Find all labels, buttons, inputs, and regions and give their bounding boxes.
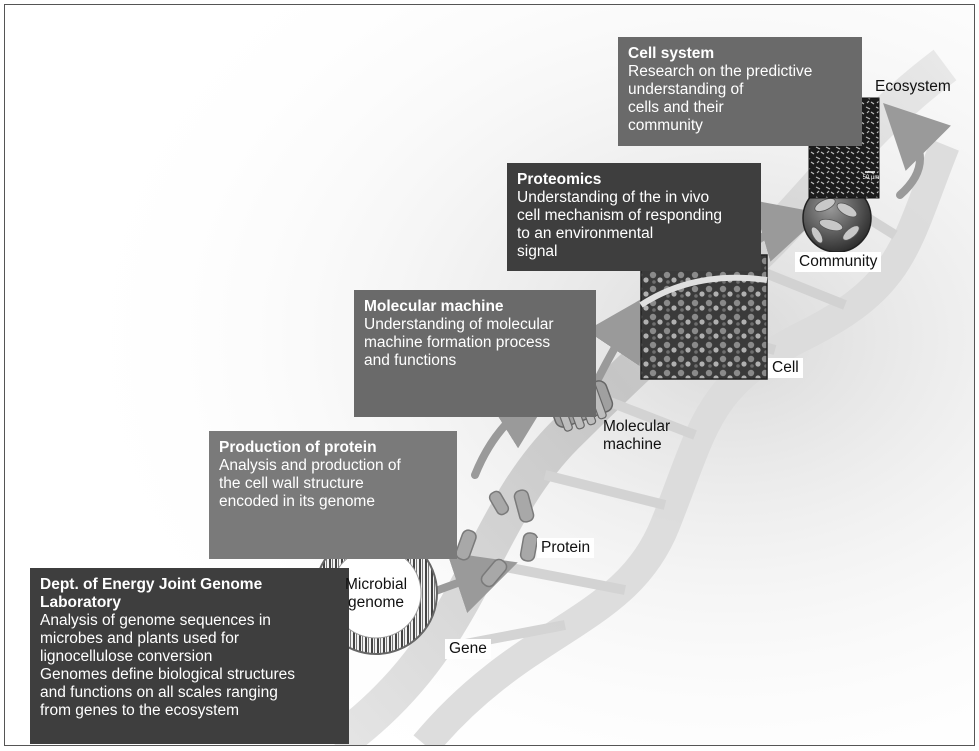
box-proteomics-title: Proteomics xyxy=(517,171,751,189)
box-cell-system-body: Research on the predictive understanding… xyxy=(628,63,852,135)
box-molecular-title: Molecular machine xyxy=(364,298,586,316)
box-doe-jgi-body: Analysis of genome sequences in microbes… xyxy=(40,612,339,720)
cell-image xyxy=(641,253,767,379)
scale-bar-label: 50 µm xyxy=(863,175,880,181)
label-community: Community xyxy=(795,252,881,272)
label-protein: Protein xyxy=(537,538,594,558)
label-molecular-machine: Molecular machine xyxy=(603,418,670,454)
box-doe-jgi: Dept. of Energy Joint Genome Laboratory … xyxy=(30,568,349,744)
box-molecular-machine: Molecular machine Understanding of molec… xyxy=(354,290,596,417)
genomics-diagram: 50 µm Dept. of Energy Joint Genome Labor… xyxy=(4,4,975,746)
box-production-of-protein: Production of protein Analysis and produ… xyxy=(209,431,457,559)
label-ecosystem: Ecosystem xyxy=(875,78,951,96)
label-cell: Cell xyxy=(768,358,803,378)
box-cell-system: Cell system Research on the predictive u… xyxy=(618,37,862,146)
box-molecular-body: Understanding of molecular machine forma… xyxy=(364,316,586,370)
label-microbial-genome: Microbial genome xyxy=(345,576,407,612)
box-doe-jgi-title: Dept. of Energy Joint Genome Laboratory xyxy=(40,576,339,612)
box-proteomics: Proteomics Understanding of the in vivo … xyxy=(507,163,761,271)
box-production-title: Production of protein xyxy=(219,439,447,457)
box-production-body: Analysis and production of the cell wall… xyxy=(219,457,447,511)
label-gene: Gene xyxy=(445,639,491,659)
box-cell-system-title: Cell system xyxy=(628,45,852,63)
box-proteomics-body: Understanding of the in vivo cell mechan… xyxy=(517,189,751,261)
